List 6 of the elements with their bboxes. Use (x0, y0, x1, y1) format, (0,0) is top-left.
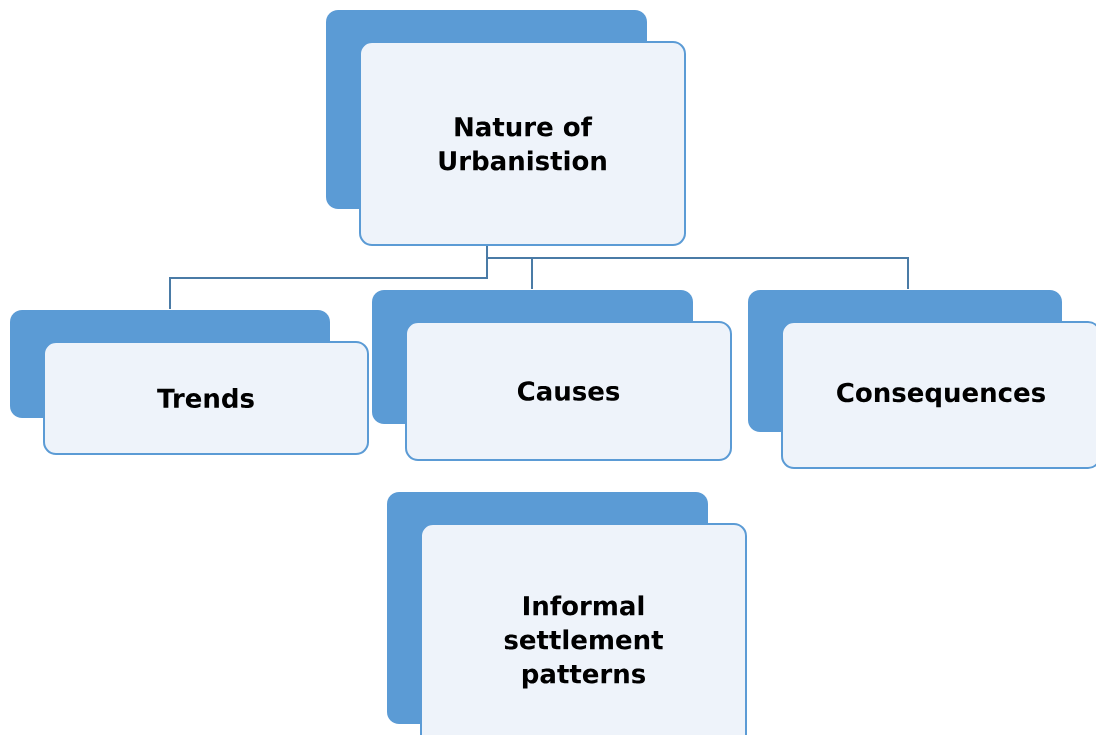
connector-line (486, 245, 909, 290)
process-box: Nature of Urbanistion (326, 10, 686, 246)
process-box: Causes (372, 290, 732, 461)
process-box: Consequences (748, 290, 1096, 469)
process-box: Informal settlement patterns (387, 492, 747, 735)
process-box: Trends (10, 310, 369, 455)
